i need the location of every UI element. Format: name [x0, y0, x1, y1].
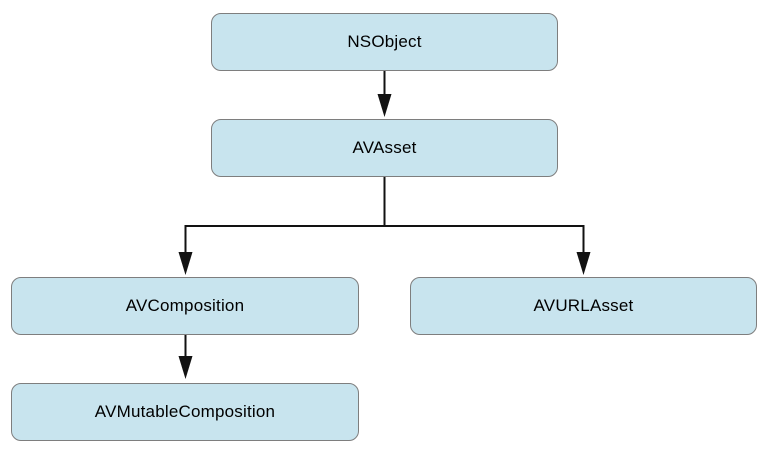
node-nsobject: NSObject: [211, 13, 558, 71]
node-avurlasset: AVURLAsset: [410, 277, 757, 335]
edge-avcomposition-to-avmutablecomposition: [178, 335, 193, 379]
node-avcomposition-label: AVComposition: [125, 296, 245, 315]
node-avmutablecomposition: AVMutableComposition: [11, 383, 359, 441]
edge-nsobject-to-avasset: [377, 71, 392, 117]
node-avmutablecomposition-label: AVMutableComposition: [94, 402, 276, 421]
node-avasset: AVAsset: [211, 119, 558, 177]
edge-avasset-branch: [178, 177, 591, 275]
node-avasset-label: AVAsset: [352, 138, 417, 157]
node-avurlasset-label: AVURLAsset: [533, 296, 634, 315]
node-avcomposition: AVComposition: [11, 277, 359, 335]
node-nsobject-label: NSObject: [347, 32, 422, 51]
